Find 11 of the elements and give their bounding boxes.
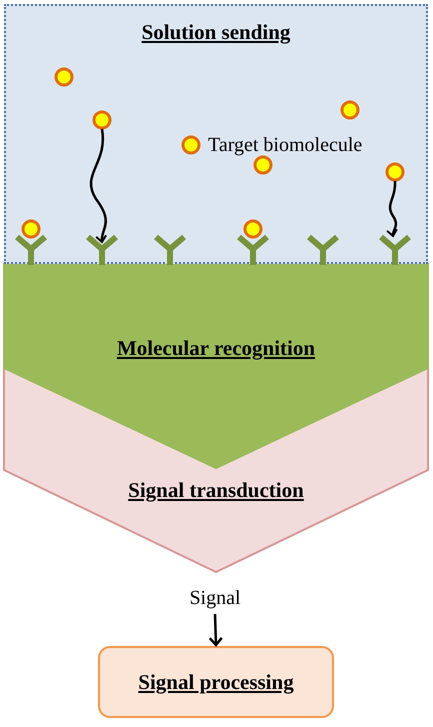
signal-label: Signal xyxy=(175,584,255,612)
chevron-band xyxy=(4,264,428,468)
heading: Molecular recognition xyxy=(116,336,316,361)
chevron-band xyxy=(4,368,428,572)
arrow xyxy=(208,614,224,646)
heading: Solution sending xyxy=(142,20,290,45)
solution-panel xyxy=(4,4,428,264)
process-box xyxy=(98,646,334,718)
callout-label: Target biomolecule xyxy=(208,134,362,157)
heading: Signal transduction xyxy=(128,478,304,503)
heading: Signal processing xyxy=(138,670,294,695)
